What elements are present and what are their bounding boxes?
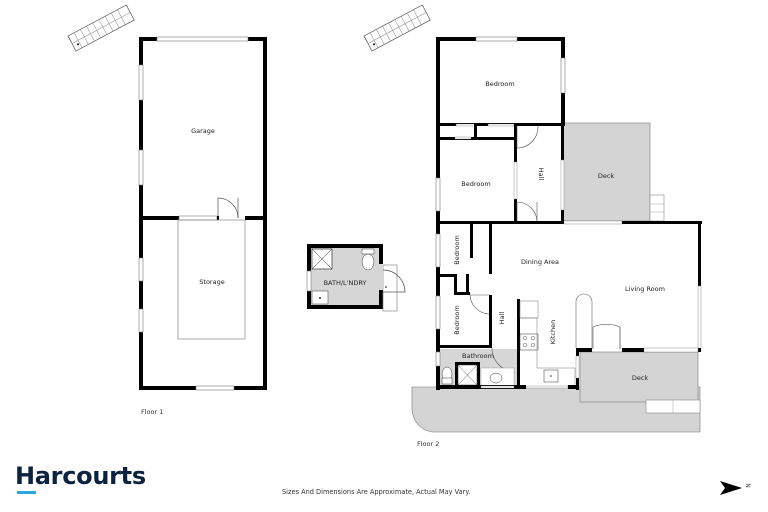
room-label-hall-1: Hall (537, 168, 545, 181)
disclaimer-text: Sizes And Dimensions Are Approximate, Ac… (282, 488, 471, 496)
brand-logo-underline (17, 491, 36, 494)
sink-icon (311, 290, 329, 305)
room-label-dining-area: Dining Area (521, 258, 559, 266)
brand-logo: Harcourts (15, 462, 146, 490)
toilet-icon (361, 248, 375, 271)
room-label-deck-1: Deck (598, 172, 615, 180)
outbuilding: BATH/L'NDRY (306, 244, 406, 312)
stove-icon (519, 333, 539, 351)
room-label-bath-laundry: BATH/L'NDRY (324, 279, 367, 287)
room-label-bedroom-1: Bedroom (485, 80, 514, 88)
north-label: N (743, 483, 751, 488)
room-label-garage: Garage (191, 127, 215, 135)
room-label-storage: Storage (199, 278, 224, 286)
floor-2-label: Floor 2 (417, 440, 439, 448)
room-label-bedroom-3: Bedroom (453, 235, 461, 264)
stairs-icon (363, 4, 431, 52)
north-arrow-icon (720, 481, 742, 495)
room-label-deck-2: Deck (632, 374, 649, 382)
floor-1: Garage Storage Floor 1 (67, 4, 267, 416)
room-label-bathroom: Bathroom (462, 352, 494, 360)
floor-1-label: Floor 1 (141, 408, 163, 416)
room-label-bedroom-4: Bedroom (453, 305, 461, 334)
room-label-living-room: Living Room (625, 285, 665, 293)
stairs-icon (67, 4, 135, 52)
sink-icon (480, 367, 515, 387)
floor-2: Bedroom Bedroom Hall Deck Bedroom Dining… (363, 4, 702, 448)
toilet-icon (441, 366, 453, 385)
room-label-kitchen: Kitchen (549, 320, 557, 344)
room-label-bedroom-2: Bedroom (461, 180, 490, 188)
sink-icon (543, 369, 559, 383)
shower-icon (457, 364, 478, 386)
shower-icon (311, 248, 333, 270)
room-label-hall-2: Hall (498, 312, 506, 325)
